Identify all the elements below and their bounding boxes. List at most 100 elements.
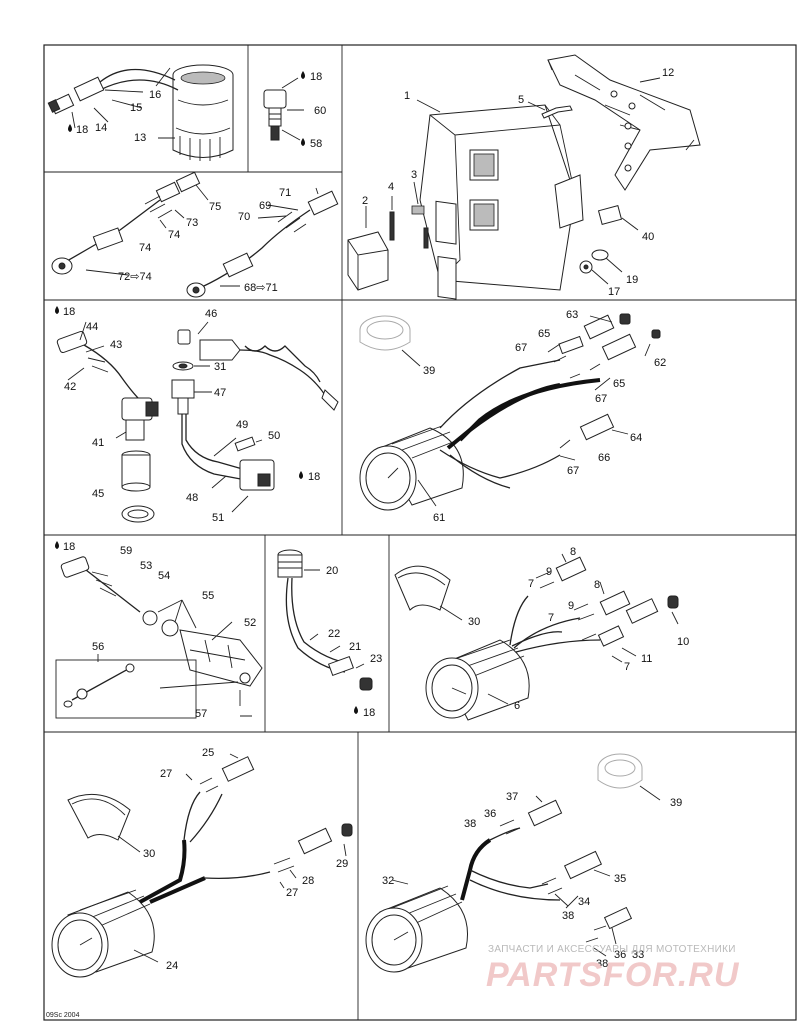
callout-18: 18 bbox=[63, 306, 75, 318]
callout-38: 38 bbox=[596, 958, 608, 970]
callout-52: 52 bbox=[244, 617, 256, 629]
callout-7: 7 bbox=[548, 612, 554, 624]
panel-frames bbox=[43, 44, 797, 1021]
callout-50: 50 bbox=[268, 430, 280, 442]
callout-62: 62 bbox=[654, 357, 666, 369]
callout-28: 28 bbox=[302, 875, 314, 887]
callout-15: 15 bbox=[130, 102, 142, 114]
callout-70: 70 bbox=[238, 211, 250, 223]
throttle-sensor-52-59 bbox=[55, 556, 263, 719]
callout-10: 10 bbox=[677, 636, 689, 648]
callout-38: 38 bbox=[464, 818, 476, 830]
fuel-sender-assembly bbox=[47, 64, 234, 161]
callout-2: 2 bbox=[362, 195, 368, 207]
callout-7: 7 bbox=[624, 661, 630, 673]
oil-drop-icon bbox=[68, 124, 72, 132]
callout-27: 27 bbox=[286, 887, 298, 899]
callout-24: 24 bbox=[166, 960, 178, 972]
callout-64: 64 bbox=[630, 432, 642, 444]
callout-57: 57 bbox=[195, 708, 207, 720]
callout-18: 18 bbox=[310, 71, 322, 83]
oil-drop-icons bbox=[55, 71, 358, 714]
gauge-32-assembly bbox=[365, 753, 661, 973]
callout-67: 67 bbox=[515, 342, 527, 354]
callout-1: 1 bbox=[404, 90, 410, 102]
callout-20: 20 bbox=[326, 565, 338, 577]
callout-6: 6 bbox=[514, 700, 520, 712]
callout-3: 3 bbox=[411, 169, 417, 181]
callout-18: 18 bbox=[363, 707, 375, 719]
callout-17: 17 bbox=[608, 286, 620, 298]
callout-44: 44 bbox=[86, 321, 98, 333]
callout-43: 43 bbox=[110, 339, 122, 351]
callout-46: 46 bbox=[205, 308, 217, 320]
callout-35: 35 bbox=[614, 873, 626, 885]
callout-58: 58 bbox=[310, 138, 322, 150]
callout-12: 12 bbox=[662, 67, 674, 79]
sensors-41-51 bbox=[56, 321, 339, 523]
callout-22: 22 bbox=[328, 628, 340, 640]
callout-16: 16 bbox=[149, 89, 161, 101]
callout-30: 30 bbox=[143, 848, 155, 860]
callout-33: 33 bbox=[632, 949, 644, 961]
callout-9: 9 bbox=[568, 600, 574, 612]
callout-72-74: 72⇨74 bbox=[118, 271, 152, 283]
callout-7: 7 bbox=[528, 578, 534, 590]
callout-11: 11 bbox=[641, 653, 652, 665]
callout-49: 49 bbox=[236, 419, 248, 431]
watermark-logo: PARTSFOR.RU bbox=[486, 956, 740, 994]
callout-31: 31 bbox=[214, 361, 226, 373]
callout-74: 74 bbox=[168, 229, 180, 241]
callout-30: 30 bbox=[468, 616, 480, 628]
callout-54: 54 bbox=[158, 570, 170, 582]
callout-65: 65 bbox=[613, 378, 625, 390]
callout-59: 59 bbox=[120, 545, 132, 557]
callout-27: 27 bbox=[160, 768, 172, 780]
callout-23: 23 bbox=[370, 653, 382, 665]
callout-65: 65 bbox=[538, 328, 550, 340]
callout-61: 61 bbox=[433, 512, 445, 524]
callout-47: 47 bbox=[214, 387, 226, 399]
gauge-6-assembly bbox=[394, 553, 679, 721]
gauge-24-assembly bbox=[51, 753, 353, 978]
callout-18: 18 bbox=[308, 471, 320, 483]
callout-18: 18 bbox=[76, 124, 88, 136]
sensor-20-assembly bbox=[277, 549, 373, 691]
callout-69: 69 bbox=[259, 200, 271, 212]
oil-drop-icon bbox=[354, 706, 358, 714]
oil-drop-icon bbox=[301, 138, 305, 146]
callout-67: 67 bbox=[595, 393, 607, 405]
callout-39: 39 bbox=[670, 797, 682, 809]
callout-36: 36 bbox=[614, 949, 626, 961]
callout-41: 41 bbox=[92, 437, 104, 449]
callout-34: 34 bbox=[578, 896, 590, 908]
callout-19: 19 bbox=[626, 274, 638, 286]
callout-67: 67 bbox=[567, 465, 579, 477]
callout-4: 4 bbox=[388, 181, 394, 193]
callout-56: 56 bbox=[92, 641, 104, 653]
callout-74: 74 bbox=[139, 242, 151, 254]
ecu-module-assembly bbox=[347, 54, 701, 300]
callout-18: 18 bbox=[63, 541, 75, 553]
callout-51: 51 bbox=[212, 512, 224, 524]
callout-21: 21 bbox=[349, 641, 361, 653]
temperature-sensor-60 bbox=[263, 77, 304, 141]
callout-68-71: 68⇨71 bbox=[244, 282, 278, 294]
callout-45: 45 bbox=[92, 488, 104, 500]
callout-37: 37 bbox=[506, 791, 518, 803]
callout-39: 39 bbox=[423, 365, 435, 377]
callout-8: 8 bbox=[594, 579, 600, 591]
callout-53: 53 bbox=[140, 560, 152, 572]
callout-75: 75 bbox=[209, 201, 221, 213]
watermark-tagline: ЗАПЧАСТИ И АКСЕССУАРЫ ДЛЯ МОТОТЕХНИКИ bbox=[488, 944, 736, 955]
oil-drop-icon bbox=[55, 541, 59, 549]
callout-32: 32 bbox=[382, 875, 394, 887]
callout-55: 55 bbox=[202, 590, 214, 602]
callout-25: 25 bbox=[202, 747, 214, 759]
callout-40: 40 bbox=[642, 231, 654, 243]
callout-48: 48 bbox=[186, 492, 198, 504]
callout-71: 71 bbox=[279, 187, 291, 199]
callout-73: 73 bbox=[186, 217, 198, 229]
callout-36: 36 bbox=[484, 808, 496, 820]
